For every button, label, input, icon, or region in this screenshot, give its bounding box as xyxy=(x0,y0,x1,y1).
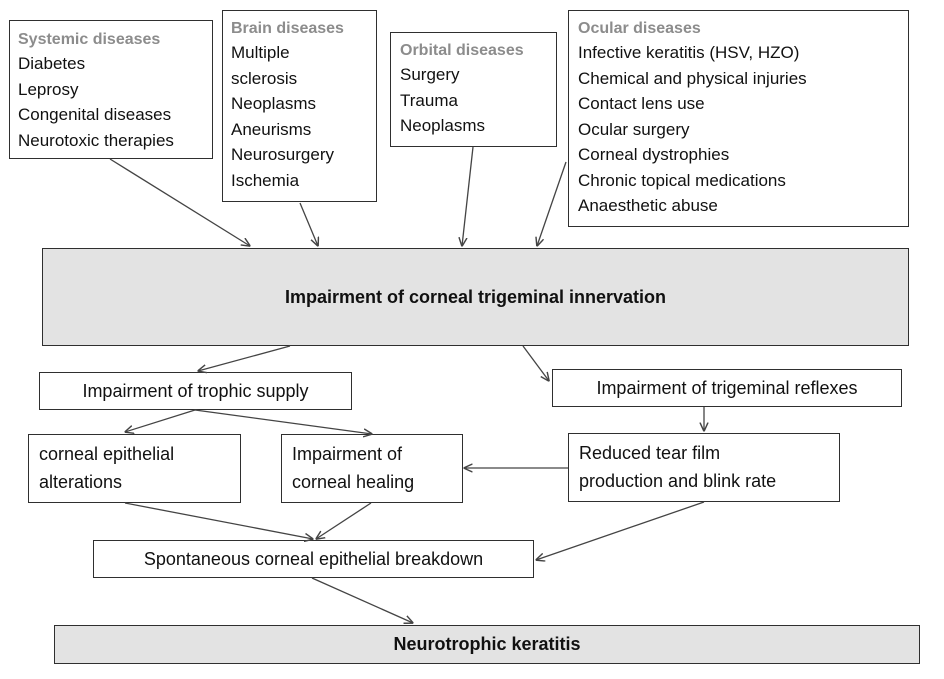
brain-item: Aneurisms xyxy=(231,119,312,139)
arrow-innervation-to-reflexes xyxy=(522,345,549,381)
brain-diseases-title: Brain diseases xyxy=(231,20,344,37)
trophic-supply-label: Impairment of trophic supply xyxy=(82,381,309,401)
brain-item: Multiple xyxy=(231,43,290,62)
epithelial-breakdown-label: Spontaneous corneal epithelial breakdown xyxy=(143,549,484,569)
trigeminal-reflexes-label: Impairment of trigeminal reflexes xyxy=(596,378,858,398)
orbital-item: Trauma xyxy=(400,90,458,110)
tear-film-line: Reduced tear film xyxy=(579,443,721,463)
systemic-item: Congenital diseases xyxy=(18,105,172,124)
corneal-healing-line: Impairment of xyxy=(292,444,403,464)
corneal-healing-box: Impairment of corneal healing xyxy=(281,434,463,503)
arrow-tear-to-breakdown xyxy=(536,501,705,560)
arrow-trophic-to-healing xyxy=(194,409,372,434)
neurotrophic-keratitis-label: Neurotrophic keratitis xyxy=(393,634,581,654)
arrow-healing-to-breakdown xyxy=(316,502,372,539)
brain-diseases-box: Brain diseases Multiple sclerosis Neopla… xyxy=(222,10,377,202)
arrow-orbital-to-innervation xyxy=(462,146,474,246)
epithelial-alterations-box: corneal epithelial alterations xyxy=(28,434,241,503)
arrow-breakdown-to-keratitis xyxy=(311,577,413,623)
ocular-item: Infective keratitis (HSV, HZO) xyxy=(578,43,800,62)
ocular-item: Anaesthetic abuse xyxy=(578,196,718,215)
trigeminal-reflexes-box: Impairment of trigeminal reflexes xyxy=(552,369,902,407)
orbital-diseases-title: Orbital diseases xyxy=(400,42,524,59)
orbital-diseases-box: Orbital diseases Surgery Trauma Neoplasm… xyxy=(390,32,557,147)
epithelial-breakdown-box: Spontaneous corneal epithelial breakdown xyxy=(93,540,534,578)
ocular-diseases-box: Ocular diseases Infective keratitis (HSV… xyxy=(568,10,909,227)
brain-item: Ischemia xyxy=(231,170,300,190)
ocular-item: Corneal dystrophies xyxy=(578,145,730,164)
arrow-ocular-to-innervation xyxy=(537,161,567,246)
tear-film-box: Reduced tear film production and blink r… xyxy=(568,433,840,502)
neurotrophic-keratitis-box: Neurotrophic keratitis xyxy=(54,625,920,664)
innervation-impairment-box: Impairment of corneal trigeminal innerva… xyxy=(42,248,909,346)
epithelial-alterations-line: alterations xyxy=(39,472,123,492)
brain-item: Neoplasms xyxy=(231,94,317,113)
orbital-item: Surgery xyxy=(400,65,460,84)
systemic-item: Neurotoxic therapies xyxy=(18,130,174,150)
systemic-item: Diabetes xyxy=(18,54,86,73)
ocular-diseases-title: Ocular diseases xyxy=(578,20,701,37)
systemic-item: Leprosy xyxy=(18,79,79,99)
systemic-diseases-title: Systemic diseases xyxy=(18,31,161,48)
trophic-supply-box: Impairment of trophic supply xyxy=(39,372,352,410)
arrow-innervation-to-trophic xyxy=(198,345,291,371)
ocular-item: Chemical and physical injuries xyxy=(578,68,807,88)
arrow-brain-to-innervation xyxy=(299,202,318,246)
ocular-item: Ocular surgery xyxy=(578,119,690,139)
innervation-impairment-label: Impairment of corneal trigeminal innerva… xyxy=(284,286,667,307)
brain-item: sclerosis xyxy=(231,68,298,88)
orbital-item: Neoplasms xyxy=(400,116,486,135)
systemic-diseases-box: Systemic diseases Diabetes Leprosy Conge… xyxy=(9,20,213,159)
corneal-healing-line: corneal healing xyxy=(292,472,415,492)
arrow-trophic-to-epithelial xyxy=(125,409,196,432)
epithelial-alterations-line: corneal epithelial xyxy=(39,444,175,464)
ocular-item: Contact lens use xyxy=(578,94,705,113)
tear-film-line: production and blink rate xyxy=(579,471,777,491)
ocular-item: Chronic topical medications xyxy=(578,170,786,190)
brain-item: Neurosurgery xyxy=(231,145,334,164)
arrow-epithelial-to-breakdown xyxy=(124,502,313,539)
